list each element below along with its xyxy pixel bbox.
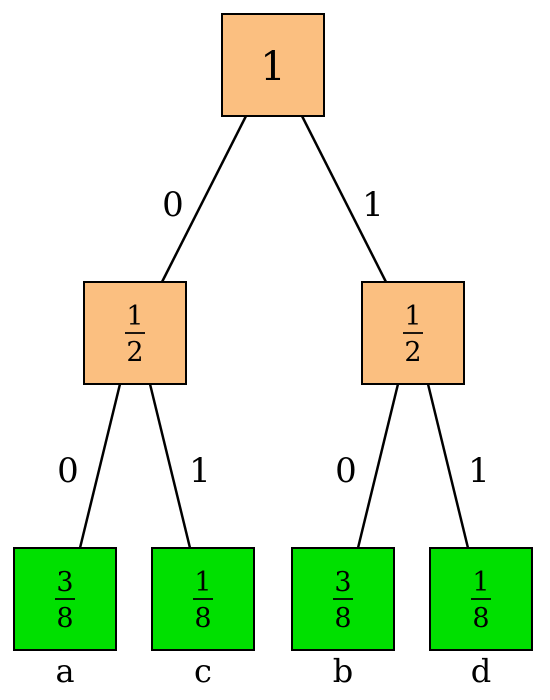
edge-labels: 0 1 0 1 0 1 bbox=[57, 185, 490, 491]
leaf-node-d-label: d bbox=[471, 652, 491, 690]
leaf-node-b-numerator: 3 bbox=[334, 567, 351, 598]
leaf-node-d-denominator: 8 bbox=[472, 603, 489, 634]
internal-node-left-denominator: 2 bbox=[126, 337, 143, 368]
internal-node-left-numerator: 1 bbox=[126, 301, 143, 332]
leaf-node-c: 1 8 c bbox=[151, 547, 255, 690]
tree-edges bbox=[78, 115, 470, 549]
edge-right-right bbox=[426, 383, 470, 549]
internal-node-right-numerator: 1 bbox=[404, 301, 421, 332]
root-node-value: 1 bbox=[260, 44, 285, 90]
edge-label-right-right: 1 bbox=[468, 451, 490, 491]
root-node: 1 bbox=[221, 13, 325, 117]
leaf-node-b: 3 8 b bbox=[291, 547, 395, 690]
edge-label-left-left: 0 bbox=[57, 451, 79, 491]
edge-label-root-left: 0 bbox=[162, 185, 184, 225]
leaf-node-a: 3 8 a bbox=[13, 547, 117, 690]
edge-left-left bbox=[78, 383, 122, 549]
leaf-node-a-numerator: 3 bbox=[56, 567, 73, 598]
edge-label-left-right: 1 bbox=[189, 451, 211, 491]
leaf-node-c-denominator: 8 bbox=[194, 603, 211, 634]
leaf-node-b-label: b bbox=[333, 652, 353, 690]
internal-node-right-denominator: 2 bbox=[404, 337, 421, 368]
root-node-box bbox=[221, 13, 325, 117]
edge-root-right bbox=[300, 115, 388, 283]
edge-label-root-right: 1 bbox=[362, 185, 384, 225]
edge-root-left bbox=[160, 115, 248, 283]
edge-right-left bbox=[356, 383, 400, 549]
leaf-node-b-denominator: 8 bbox=[334, 603, 351, 634]
leaf-node-a-label: a bbox=[55, 652, 74, 690]
edge-left-right bbox=[148, 383, 192, 549]
internal-node-right: 1 2 bbox=[361, 281, 465, 385]
leaf-node-d: 1 8 d bbox=[429, 547, 533, 690]
leaf-node-c-numerator: 1 bbox=[194, 567, 211, 598]
leaf-node-d-numerator: 1 bbox=[472, 567, 489, 598]
leaf-node-c-label: c bbox=[194, 652, 212, 690]
leaf-node-a-denominator: 8 bbox=[56, 603, 73, 634]
internal-node-left: 1 2 bbox=[83, 281, 187, 385]
edge-label-right-left: 0 bbox=[335, 451, 357, 491]
